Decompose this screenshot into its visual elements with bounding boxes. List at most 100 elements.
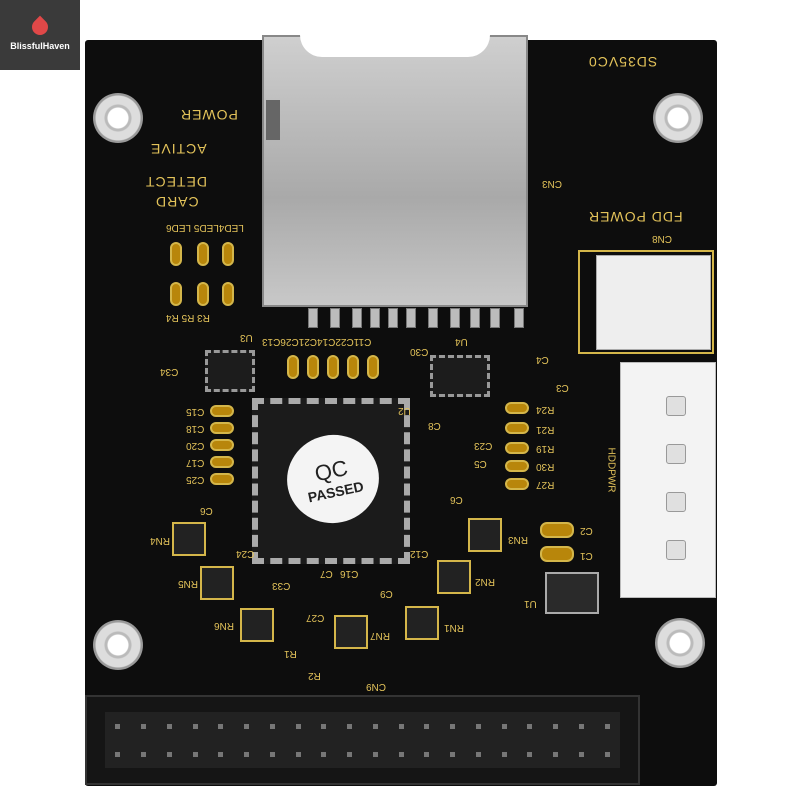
component-label: RN1 bbox=[444, 622, 465, 633]
capacitor bbox=[210, 405, 234, 417]
sd-pin bbox=[428, 308, 438, 328]
led-labels: LED4LED5 LED6 bbox=[166, 222, 244, 233]
component-label: C16 bbox=[340, 568, 359, 579]
drop-icon bbox=[28, 15, 52, 39]
resistor bbox=[505, 402, 529, 414]
component-label: U4 bbox=[455, 336, 468, 347]
ide-pin bbox=[244, 723, 250, 729]
model-label: SD35VC0 bbox=[588, 54, 658, 70]
mounting-hole bbox=[93, 620, 143, 670]
molex-pin bbox=[666, 492, 686, 512]
capacitor bbox=[210, 439, 234, 451]
molex-pin bbox=[666, 444, 686, 464]
ide-pin bbox=[398, 751, 404, 757]
component-label: C20 bbox=[186, 440, 205, 451]
sd-pin bbox=[308, 308, 318, 328]
ide-pin bbox=[295, 751, 301, 757]
sd-pin bbox=[370, 308, 380, 328]
ide-pin-grid bbox=[105, 712, 620, 768]
ide-pin bbox=[192, 751, 198, 757]
fdd-power-label: FDD POWER bbox=[588, 209, 683, 225]
ide-pin bbox=[321, 723, 327, 729]
ide-pin bbox=[578, 723, 584, 729]
resistor-network bbox=[468, 518, 502, 552]
resistor-network bbox=[334, 615, 368, 649]
ide-pin bbox=[501, 751, 507, 757]
ide-pin bbox=[501, 723, 507, 729]
resistor bbox=[505, 478, 529, 490]
component-label: R2 bbox=[308, 670, 321, 681]
resistor-network bbox=[437, 560, 471, 594]
sd-card-slot[interactable] bbox=[262, 35, 528, 307]
ide-pin bbox=[450, 723, 456, 729]
sd-pin bbox=[330, 308, 340, 328]
component-label: C9 bbox=[380, 588, 393, 599]
component-label: C6 bbox=[450, 494, 463, 505]
component-label: C27 bbox=[306, 612, 325, 623]
ide-pin bbox=[475, 751, 481, 757]
ide-pin bbox=[372, 751, 378, 757]
active-led-label: ACTIVE bbox=[150, 141, 207, 157]
sd-slot-label: CN3 bbox=[542, 178, 563, 189]
fdd-connector-label: CN8 bbox=[652, 233, 673, 244]
component-label: C34 bbox=[160, 366, 179, 377]
component-label: R27 bbox=[536, 479, 555, 490]
resistor bbox=[505, 442, 529, 454]
component-label: R19 bbox=[536, 443, 555, 454]
component-label: C4 bbox=[536, 354, 549, 365]
component-label: C11C22C14C21C26C13 bbox=[262, 336, 372, 347]
molex-pin bbox=[666, 540, 686, 560]
ide-pin bbox=[604, 751, 610, 757]
component-label: RN3 bbox=[508, 534, 529, 545]
chip-u3 bbox=[205, 350, 255, 392]
component-label: U2 bbox=[398, 405, 411, 416]
card-detect-label-2: DETECT bbox=[145, 174, 207, 190]
resistor bbox=[197, 282, 209, 306]
ide-pin bbox=[269, 723, 275, 729]
sd-pin bbox=[352, 308, 362, 328]
ide-pin bbox=[347, 751, 353, 757]
sd-pin bbox=[406, 308, 416, 328]
ide-pin bbox=[553, 751, 559, 757]
component-label: C30 bbox=[410, 346, 429, 357]
component-label: U1 bbox=[524, 598, 537, 609]
component-label: C33 bbox=[272, 580, 291, 591]
ide-pin bbox=[527, 751, 533, 757]
component-label: RN4 bbox=[150, 535, 171, 546]
ide-pin bbox=[398, 723, 404, 729]
component-label: C15 bbox=[186, 406, 205, 417]
led bbox=[222, 242, 234, 266]
component-label: R30 bbox=[536, 461, 555, 472]
sd-pin bbox=[388, 308, 398, 328]
capacitor bbox=[210, 422, 234, 434]
ide-pin bbox=[604, 723, 610, 729]
ide-pin bbox=[553, 723, 559, 729]
fdd-connector-outline bbox=[578, 250, 714, 354]
component-label: RN7 bbox=[370, 630, 391, 641]
resistor bbox=[505, 460, 529, 472]
component-label: C6 bbox=[200, 505, 213, 516]
led bbox=[170, 242, 182, 266]
led bbox=[197, 242, 209, 266]
capacitor bbox=[367, 355, 379, 379]
ide-connector-label: CN9 bbox=[366, 681, 387, 692]
sd-slot-opening bbox=[300, 35, 490, 57]
component-label: U3 bbox=[240, 332, 253, 343]
regulator-u1 bbox=[545, 572, 599, 614]
ide-pin bbox=[244, 751, 250, 757]
ide-pin bbox=[321, 751, 327, 757]
sd-pin bbox=[450, 308, 460, 328]
ide-pin bbox=[450, 751, 456, 757]
ide-pin bbox=[218, 751, 224, 757]
resistor-labels: R3 R5 R4 bbox=[166, 312, 210, 323]
resistor bbox=[222, 282, 234, 306]
component-label: C3 bbox=[556, 382, 569, 393]
component-label: RN5 bbox=[178, 578, 199, 589]
hdd-power-label: HDDPWR bbox=[605, 447, 617, 493]
ide-pin bbox=[269, 751, 275, 757]
component-label: C2 bbox=[580, 525, 593, 536]
power-led-label: POWER bbox=[180, 107, 238, 123]
fdd-power-connector[interactable] bbox=[596, 255, 711, 350]
chip-u4 bbox=[430, 355, 490, 397]
component-label: RN2 bbox=[475, 576, 496, 587]
